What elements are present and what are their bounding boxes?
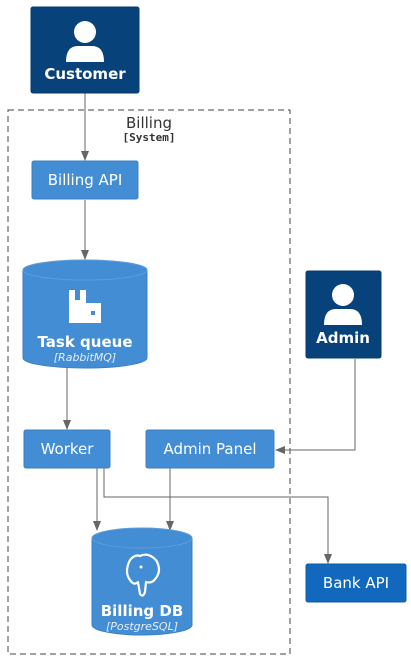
person-icon <box>66 21 104 62</box>
billing-api-label: Billing API <box>48 171 123 189</box>
postgresql-elephant-icon <box>125 553 161 597</box>
task-queue-database[interactable]: Task queue [RabbitMQ] <box>22 259 148 369</box>
relationships <box>63 93 356 564</box>
billing-db-label: Billing DB <box>101 602 184 620</box>
arrow-admin-to-admin-panel <box>275 359 356 454</box>
person-icon <box>324 284 362 325</box>
system-subtitle: [System] <box>123 131 176 144</box>
customer-label: Customer <box>44 65 126 83</box>
rabbitmq-icon <box>69 290 101 323</box>
billing-api-container[interactable]: Billing API <box>31 160 139 200</box>
bank-api-label: Bank API <box>323 574 389 592</box>
billing-db-tech: [PostgreSQL] <box>106 620 178 633</box>
system-title: Billing <box>126 114 172 132</box>
billing-system-boundary: Billing [System] <box>7 109 291 655</box>
bank-api-external-system[interactable]: Bank API <box>305 563 407 603</box>
admin-panel-container[interactable]: Admin Panel <box>145 429 275 469</box>
task-queue-label: Task queue <box>38 333 133 351</box>
customer-person[interactable]: Customer <box>30 6 140 94</box>
worker-label: Worker <box>41 440 95 458</box>
arrow-worker-to-bank-api <box>103 468 332 564</box>
admin-panel-label: Admin Panel <box>163 440 256 458</box>
billing-db-database[interactable]: Billing DB [PostgreSQL] <box>91 527 193 636</box>
worker-container[interactable]: Worker <box>23 429 111 469</box>
admin-person[interactable]: Admin <box>305 270 382 359</box>
task-queue-tech: [RabbitMQ] <box>54 351 116 364</box>
admin-label: Admin <box>316 329 370 347</box>
